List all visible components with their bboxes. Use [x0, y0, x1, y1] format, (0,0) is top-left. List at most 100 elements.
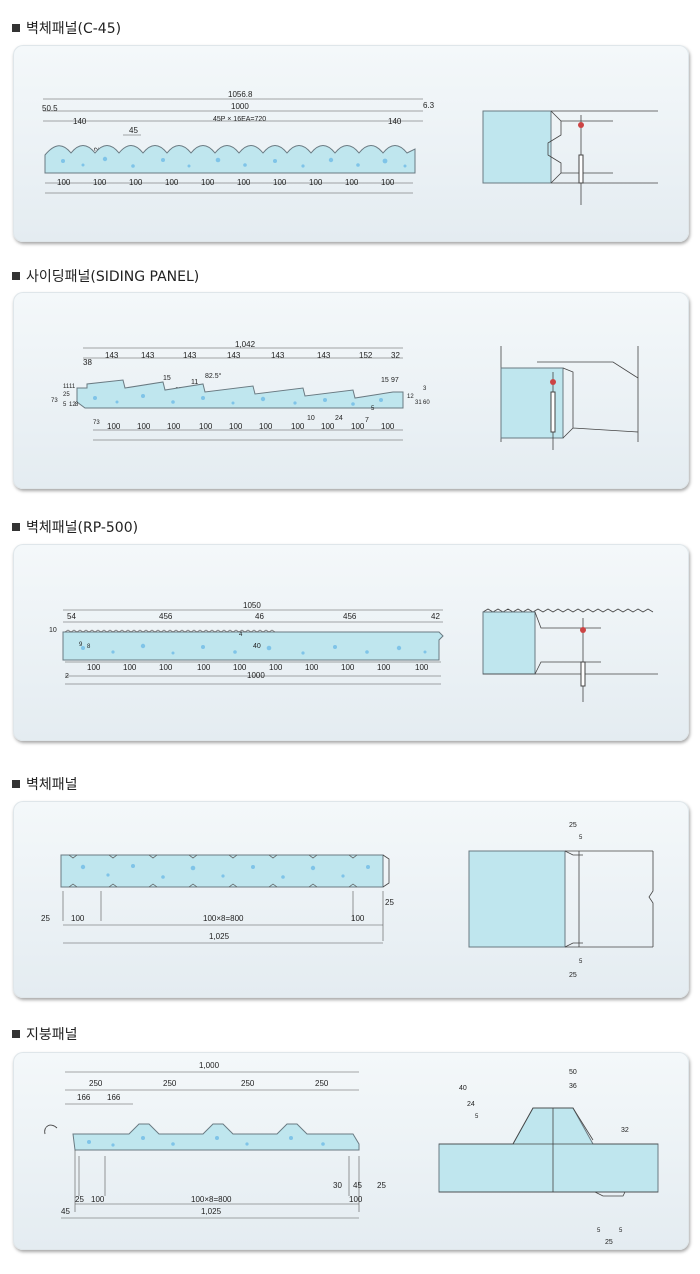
section-title-text: 사이딩패널(SIDING PANEL): [26, 269, 200, 285]
dim-bottom: 100: [165, 178, 179, 187]
dim-bottom: 100: [415, 663, 429, 672]
siding-joint-detail: [500, 346, 639, 450]
siding-panel-body: [76, 379, 404, 409]
diagram-panel: 1056.8 50.5 1000 6.3 140 45P × 16EA=720 …: [13, 45, 689, 242]
left-vertical-dims: 73 25 11 11 5 12 8: [51, 384, 79, 408]
wall-panel-drawing: 25 100 100×8=800 100 25 1,025 25 5 5 25: [41, 822, 654, 979]
square-bullet-icon: [12, 523, 20, 531]
dim-pitch-note: 45P × 16EA=720: [213, 116, 266, 123]
dim-bottom: 100: [377, 663, 391, 672]
dim-sub: 166: [77, 1093, 91, 1102]
dim-bottom: 100: [57, 178, 71, 187]
dim-left-edge: 50.5: [42, 104, 58, 113]
dim-boverall: 1,025: [201, 1207, 222, 1216]
dim-sub: 166: [107, 1093, 121, 1102]
dim-bottom: 100: [201, 178, 215, 187]
dim-left-vert: 8: [75, 402, 79, 408]
section-title-text: 지붕패널: [26, 1027, 78, 1043]
c45-joint-detail: [482, 110, 658, 205]
bottom-dims: 100 100 100 100 100 100 100 100 100 100: [87, 663, 429, 672]
dim-bottom: 100: [381, 422, 395, 431]
foam-dots: [87, 1136, 325, 1147]
bottom-dims: 100 100 100 100 100 100 100 100 100 100: [57, 178, 395, 187]
dim-overall: 1,025: [209, 932, 230, 941]
dim-mid-8: 8: [87, 644, 91, 650]
dim-top: 143: [141, 351, 155, 360]
siding-drawing: 1,042 38 143 143 143 143 143 143 152 32 …: [51, 340, 639, 450]
roof-panel-joint-detail: 50 36 40 24 5 32 5 5 25: [438, 1069, 659, 1246]
dim-top: 143: [227, 351, 241, 360]
dim-right-b: 97: [391, 377, 399, 384]
dim-right-a: 15: [381, 377, 389, 384]
dim-tag: 7: [365, 417, 369, 424]
roof-panel-drawing: 1,000 250 250 250 250 166 166: [44, 1061, 659, 1246]
section-title-text: 벽체패널: [26, 777, 78, 793]
dim-middle: 100×8=800: [203, 914, 244, 923]
dim-mid-46: 46: [255, 612, 264, 621]
dim-detail: 32: [621, 1127, 629, 1134]
dim-top: 143: [271, 351, 285, 360]
right-vertical-dims: 12 31 60 3: [407, 386, 430, 406]
section-title: 벽체패널(RP-500): [12, 517, 138, 537]
dim-top: 32: [391, 351, 400, 360]
top-dims: 38 143 143 143 143 143 143 152 32: [83, 351, 400, 367]
dim-right-vert: 3: [423, 386, 427, 392]
dim-bottom: 100: [123, 663, 137, 672]
dim-bottom: 100: [159, 663, 173, 672]
dim-tag: 73: [93, 420, 100, 426]
dim-bottom: 100: [107, 422, 121, 431]
dim-detail: 50: [569, 1069, 577, 1076]
dim-b100r: 100: [349, 1195, 363, 1204]
diagram-panel: 1,042 38 143 143 143 143 143 143 152 32 …: [13, 292, 689, 489]
foam-dots: [93, 394, 383, 406]
dim-left-10: 10: [49, 627, 57, 634]
rib-dims: 250 250 250 250: [89, 1079, 329, 1088]
dim-bottom: 100: [351, 422, 365, 431]
dim-bottom: 100: [237, 178, 251, 187]
dim-left-140: 140: [73, 117, 87, 126]
dim-bottom: 100: [229, 422, 243, 431]
angle-label: 15: [163, 375, 171, 382]
dim-right-vert: 31: [415, 400, 422, 406]
diagram-panel: 25 100 100×8=800 100 25 1,025 25 5 5 25: [13, 801, 689, 998]
dim-bottom: 100: [197, 663, 211, 672]
rp500-drawing: 1050 54 456 46 456 42 10 4 40 9 8 100 10…: [49, 601, 658, 702]
dim-inner: 1000: [231, 102, 249, 111]
dim-right-vert: 60: [423, 400, 430, 406]
dim-b100: 100: [91, 1195, 105, 1204]
dim-right-vert: 12: [407, 394, 414, 400]
dim-right-140: 140: [388, 117, 402, 126]
dim-left-2: 2: [65, 673, 69, 680]
dim-detail: 25: [569, 972, 577, 979]
dim-bottom: 100: [321, 422, 335, 431]
angle-label: 4: [239, 632, 243, 638]
wall-panel-body: [60, 854, 384, 888]
dim-bottom: 100: [345, 178, 359, 187]
dim-detail: 5: [579, 835, 583, 841]
dim-left-vert: 73: [51, 398, 58, 404]
diagram-panel: 1,000 250 250 250 250 166 166: [13, 1052, 689, 1250]
dim-bottom: 100: [273, 178, 287, 187]
dim-right-456: 456: [343, 612, 357, 621]
dim-bottom: 100: [233, 663, 247, 672]
square-bullet-icon: [12, 780, 20, 788]
dim-detail: 5: [579, 959, 583, 965]
dim-right-100: 100: [351, 914, 365, 923]
foam-dots: [81, 643, 427, 655]
c45-drawing: 1056.8 50.5 1000 6.3 140 45P × 16EA=720 …: [42, 90, 658, 205]
dim-overall: 1,000: [199, 1061, 220, 1070]
dim-rib: 250: [315, 1079, 329, 1088]
dim-detail: 36: [569, 1083, 577, 1090]
foam-dots: [61, 156, 407, 168]
dim-mid-9: 9: [79, 642, 83, 648]
dim-rib: 250: [163, 1079, 177, 1088]
dim-left-54: 54: [67, 612, 76, 621]
wall-panel-joint-detail: 25 5 5 25: [468, 822, 654, 979]
dim-top: 143: [183, 351, 197, 360]
dim-right-42: 42: [431, 612, 440, 621]
dim-detail: 5: [619, 1228, 623, 1234]
dim-bmid: 100×8=800: [191, 1195, 232, 1204]
dim-bottom: 100: [269, 663, 283, 672]
section-title-text: 벽체패널(C-45): [26, 21, 122, 37]
dim-detail: 5: [475, 1114, 479, 1120]
